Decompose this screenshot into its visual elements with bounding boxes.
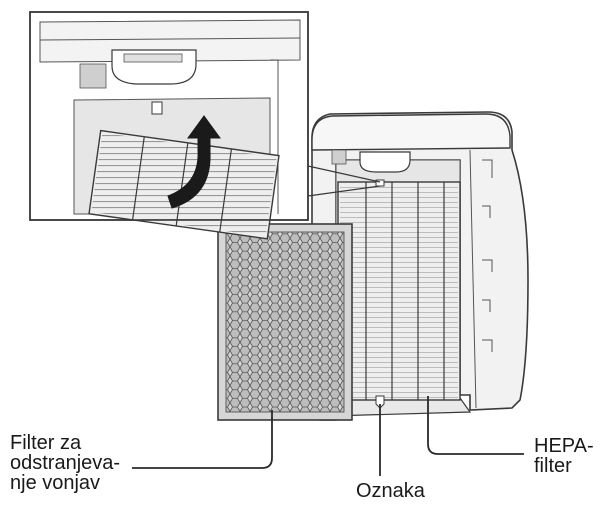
inset-small-square (79, 63, 107, 89)
carbon-filter (217, 223, 353, 421)
hepa-bottom-mark (375, 395, 385, 409)
leader-lines (132, 396, 524, 476)
hepa-filter (337, 179, 461, 409)
carbon-filter-mesh (225, 231, 345, 413)
inset-mark (151, 101, 163, 115)
carbon-filter-label: Filter za odstranjeva- nje vonjav (10, 433, 120, 493)
zoom-connector (307, 165, 381, 197)
inset-filter (88, 129, 280, 240)
hepa-filter-label: HEPA- filter (534, 436, 594, 476)
carbon-filter-label-line-3: nje vonjav (10, 472, 101, 494)
hepa-filter-pleats (340, 184, 458, 398)
leader-carbon (132, 410, 273, 469)
inset-housing-top (39, 19, 301, 63)
hepa-filter-label-line-1: HEPA- (534, 435, 594, 457)
housing-small-square (331, 149, 347, 165)
inset-detail (29, 11, 309, 240)
carbon-filter-label-line-2: odstranjeva- (10, 452, 121, 474)
leader-hepa (427, 396, 524, 455)
housing-side-ribs (469, 149, 493, 409)
hepa-filter-label-line-2: filter (534, 455, 572, 477)
housing-top (311, 113, 511, 151)
carbon-filter-label-line-1: Filter za (10, 432, 82, 454)
mark-label: Oznaka (356, 481, 425, 501)
hepa-filter-dividers (365, 182, 445, 400)
inset-latch-slot (123, 53, 183, 63)
housing-latch (359, 151, 411, 173)
curved-up-arrow-icon (167, 115, 221, 209)
mark-label-text: Oznaka (356, 480, 425, 502)
